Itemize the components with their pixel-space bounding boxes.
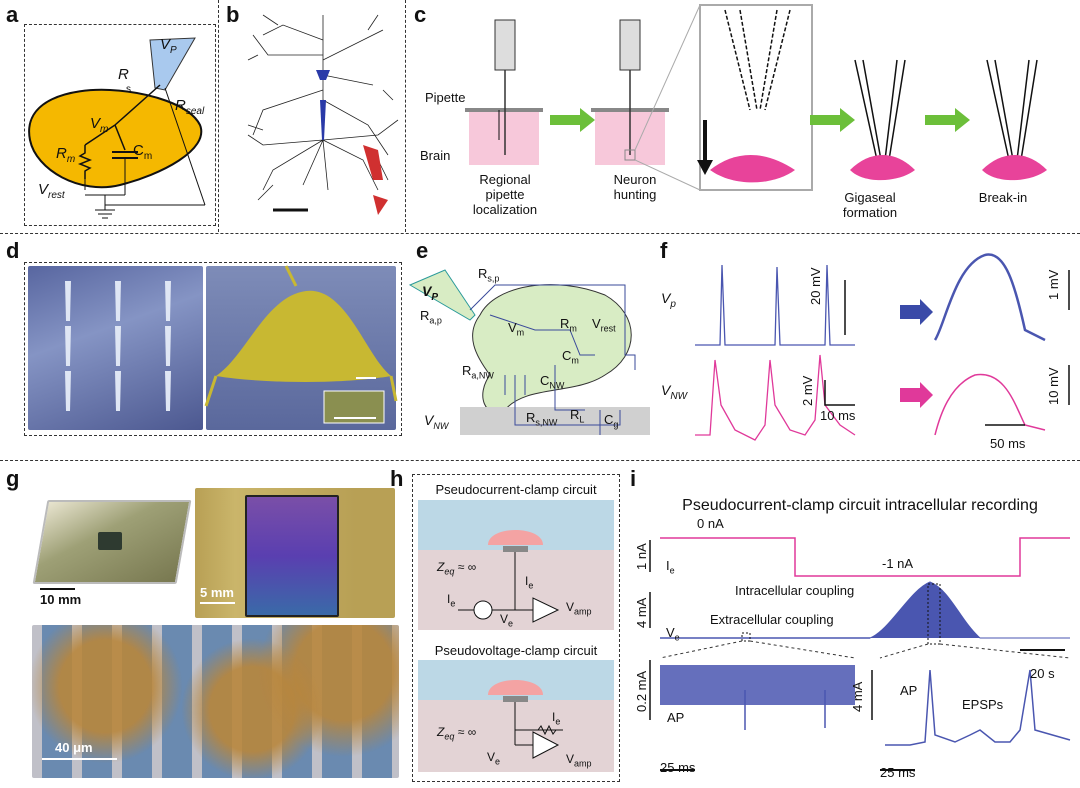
chip-die-center: [245, 495, 339, 617]
h-title-voltage-clamp: Pseudovoltage-clamp circuit: [434, 643, 598, 658]
panel-label-d: d: [6, 238, 20, 263]
divider-row2: [0, 460, 1080, 461]
i-label-ve: Ve: [666, 625, 680, 643]
e-label-cnw: CNW: [540, 373, 565, 391]
panel-label-c: c: [414, 2, 427, 27]
i-label-ap1: AP: [667, 710, 685, 725]
e-label-vp: VP: [422, 283, 439, 303]
panel-b-neuron: [247, 14, 399, 215]
g-scalebar-10mm-bar: [40, 588, 75, 590]
i-scalebar-20s: 20 s: [1030, 666, 1055, 681]
panel-label-e: e: [416, 238, 429, 263]
h-voltage-clamp-circuit: [418, 660, 614, 772]
panel-h-frame: [412, 474, 620, 782]
panel-d-frame: [24, 262, 402, 436]
i-label-minus1na: -1 nA: [882, 556, 914, 571]
e-label-rsnw: Rs,NW: [526, 410, 558, 428]
chip-die: [98, 532, 122, 550]
neuron-overlay: [32, 625, 399, 778]
label-vp: VP: [160, 36, 177, 56]
e-label-rl: RL: [570, 407, 585, 425]
divider-top-vertical-2: [405, 0, 406, 232]
i-scalebar-4ma-2: 4 mA: [850, 681, 865, 712]
g-scalebar-5mm: 5 mm: [200, 585, 234, 600]
panel-c-diagram: [465, 4, 1047, 191]
panel-label-b: b: [226, 2, 240, 27]
label-brain: Brain: [420, 148, 451, 163]
label-vm: Vm: [90, 115, 109, 135]
f-scalebar-10ms: 10 ms: [820, 408, 856, 423]
g-scalebar-5mm-bar: [200, 602, 235, 604]
h-title-current-clamp: Pseudocurrent-clamp circuit: [435, 482, 597, 497]
divider-top-vertical-1: [218, 0, 219, 232]
e-label-vrest: Vrest: [592, 316, 616, 334]
i-label-ap2: AP: [900, 683, 918, 698]
g-scalebar-10mm: 10 mm: [40, 592, 82, 607]
f-scalebar-20mv: 20 mV: [808, 267, 823, 305]
i-scalebar-4ma: 4 mA: [634, 597, 649, 628]
h-vamp-1: Vamp: [566, 600, 592, 617]
i-label-intracellular: Intracellular coupling: [735, 583, 855, 598]
e-label-rap: Ra,p: [420, 308, 442, 326]
i-label-epsps: EPSPs: [962, 697, 1004, 712]
label-cm: Cm: [133, 142, 153, 162]
g-scalebar-40um-bar: [42, 758, 117, 760]
panel-label-h: h: [390, 466, 404, 491]
h-ve-1: Ve: [500, 612, 514, 629]
label-rm: Rm: [56, 145, 76, 165]
f-scalebar-50ms: 50 ms: [990, 436, 1026, 451]
i-label-ie: Ie: [666, 558, 675, 576]
e-label-vm: Vm: [508, 320, 525, 338]
nanowire-spikes: [65, 281, 171, 411]
i-title: Pseudocurrent-clamp circuit intracellula…: [682, 497, 1038, 514]
h-zeq-1: Zeq ≈ ∞: [437, 560, 477, 577]
panel-a-frame: [24, 24, 216, 226]
e-label-rm: Rm: [560, 316, 577, 334]
g-scalebar-40um: 40 μm: [55, 740, 93, 755]
e-label-cg: Cg: [604, 412, 619, 430]
h-current-clamp-circuit: [418, 500, 614, 630]
e-label-rsp: Rs,p: [478, 266, 500, 284]
i-label-extracellular: Extracellular coupling: [710, 612, 834, 627]
label-pipette: Pipette: [425, 90, 466, 105]
f-scalebar-1mv: 1 mV: [1046, 269, 1061, 300]
i-scalebar-25ms-2: 25 ms: [880, 765, 916, 780]
h-ve-2: Ve: [487, 750, 501, 767]
label-vrest: Vrest: [38, 181, 65, 201]
e-label-vnw: VNW: [424, 412, 449, 431]
panel-i-traces: [649, 537, 1071, 771]
divider-row1: [0, 233, 1080, 234]
caption-step4: Break-in: [978, 190, 1028, 205]
i-scalebar-1na: 1 nA: [634, 543, 649, 570]
panel-label-f: f: [660, 238, 668, 263]
f-scalebar-2mv: 2 mV: [800, 375, 815, 406]
i-scalebar-02ma: 0.2 mA: [634, 670, 649, 712]
panel-label-g: g: [6, 466, 20, 491]
panel-label-i: i: [630, 466, 637, 491]
label-rs: R: [118, 66, 129, 83]
h-vamp-2: Vamp: [566, 752, 592, 769]
i-label-0na: 0 nA: [697, 516, 724, 531]
panel-e-circuit: [408, 269, 650, 435]
f-label-vnw: VNW: [661, 382, 688, 402]
e-label-ranw: Ra,NW: [462, 363, 494, 381]
label-rs-sub: s: [126, 84, 131, 95]
label-rseal: Rseal: [175, 97, 205, 117]
panel-label-a: a: [6, 2, 19, 27]
h-ie-3: Ie: [552, 710, 561, 727]
panel-f-traces: [695, 253, 1070, 441]
sem-cell-shape: [204, 265, 398, 424]
f-label-vp: Vp: [661, 290, 676, 310]
h-ie-2: Ie: [525, 574, 534, 591]
e-label-cm: Cm: [562, 348, 579, 366]
f-scalebar-10mv: 10 mV: [1046, 367, 1061, 405]
h-ie-1: Ie: [447, 592, 456, 609]
i-scalebar-25ms-1: 25 ms: [660, 760, 696, 775]
panel-a-diagram: [28, 37, 206, 219]
h-zeq-2: Zeq ≈ ∞: [437, 725, 477, 742]
